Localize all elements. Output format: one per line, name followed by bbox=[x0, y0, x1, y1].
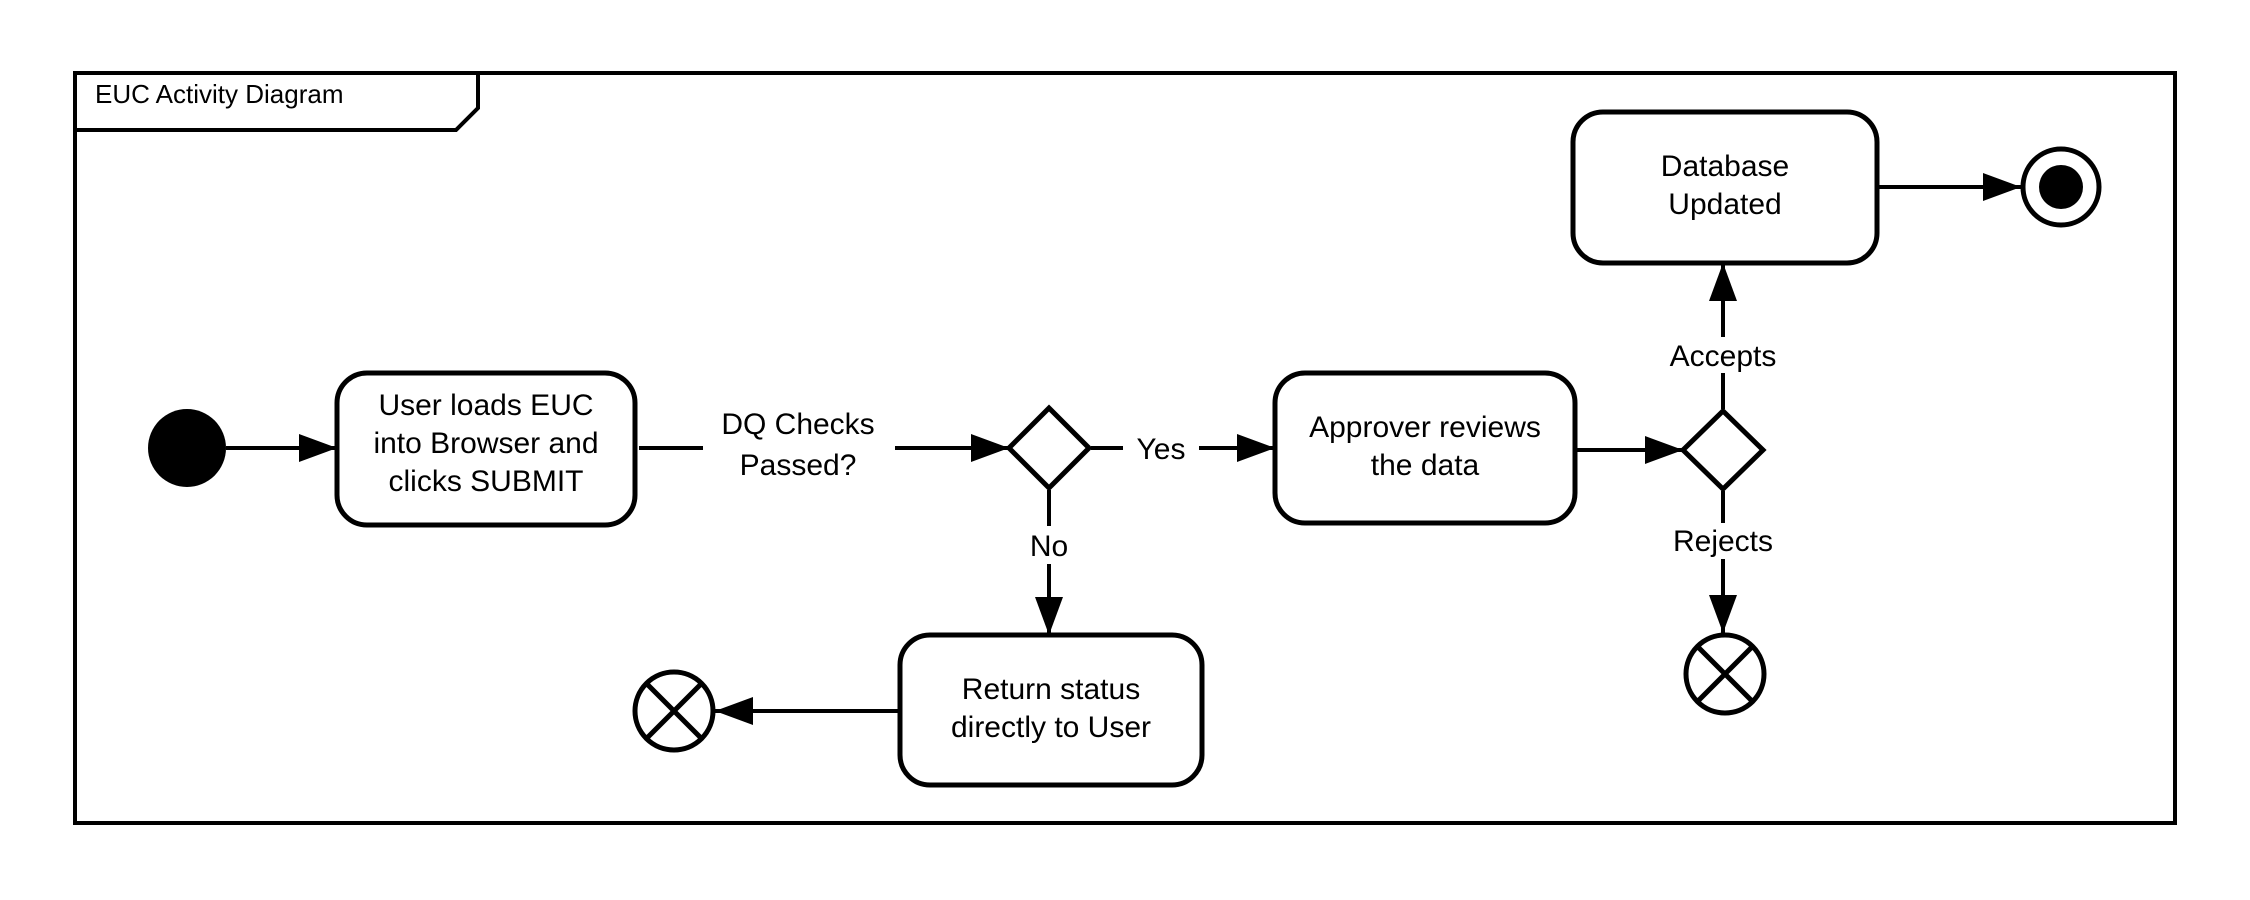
action-database-updated-line2: Updated bbox=[1668, 188, 1781, 221]
initial-node-circle bbox=[148, 409, 226, 487]
activity-frame bbox=[73, 71, 2177, 825]
accepts-label: Accepts bbox=[1670, 340, 1777, 373]
action-return-status-box bbox=[897, 632, 1205, 788]
initial-node bbox=[148, 409, 226, 487]
accepts-label-background bbox=[1656, 337, 1790, 373]
diagram-title: EUC Activity Diagram bbox=[95, 79, 344, 109]
decision-review-diamond bbox=[1679, 407, 1767, 493]
title-tab bbox=[73, 71, 480, 132]
rejects-label: Rejects bbox=[1673, 525, 1773, 558]
action-database-updated-box bbox=[1570, 109, 1880, 266]
action-load-euc-line2: into Browser and bbox=[373, 427, 598, 460]
decision-review bbox=[1679, 407, 1767, 493]
action-approver-reviews-line2: the data bbox=[1371, 449, 1480, 482]
edge-labels: DQ Checks Passed? Yes No Accepts Rejects bbox=[703, 337, 1790, 564]
activity-final-inner-circle bbox=[2039, 165, 2083, 209]
decision-dq-checks-diamond bbox=[1005, 404, 1093, 492]
action-return-status-line1: Return status bbox=[962, 673, 1140, 706]
activity-final-node bbox=[2020, 146, 2102, 228]
dq-checks-label-line1: DQ Checks bbox=[721, 408, 874, 441]
yes-label: Yes bbox=[1137, 433, 1186, 466]
action-approver-reviews-box bbox=[1272, 370, 1578, 526]
action-database-updated: Database Updated bbox=[1570, 109, 1880, 266]
flow-final-left-x-stroke-2 bbox=[645, 682, 703, 740]
action-approver-reviews: Approver reviews the data bbox=[1272, 370, 1578, 526]
dq-label-background bbox=[703, 402, 895, 488]
action-return-status: Return status directly to User bbox=[897, 632, 1205, 788]
action-database-updated-line1: Database bbox=[1661, 150, 1789, 183]
action-load-euc: User loads EUC into Browser and clicks S… bbox=[334, 370, 638, 528]
yes-label-background bbox=[1123, 426, 1199, 470]
no-label-background bbox=[1023, 526, 1077, 564]
flow-final-right-x-stroke-2 bbox=[1696, 645, 1754, 703]
action-load-euc-line1: User loads EUC bbox=[378, 389, 593, 422]
action-load-euc-box bbox=[334, 370, 638, 528]
flow-final-node-right bbox=[1683, 632, 1767, 716]
rejects-label-background bbox=[1660, 523, 1790, 559]
flow-final-node-left bbox=[632, 669, 716, 753]
action-approver-reviews-line1: Approver reviews bbox=[1309, 411, 1541, 444]
decision-dq-checks bbox=[1005, 404, 1093, 492]
action-load-euc-line3: clicks SUBMIT bbox=[389, 465, 584, 498]
dq-checks-label-line2: Passed? bbox=[740, 449, 857, 482]
action-return-status-line2: directly to User bbox=[951, 711, 1151, 744]
no-label: No bbox=[1030, 530, 1068, 563]
